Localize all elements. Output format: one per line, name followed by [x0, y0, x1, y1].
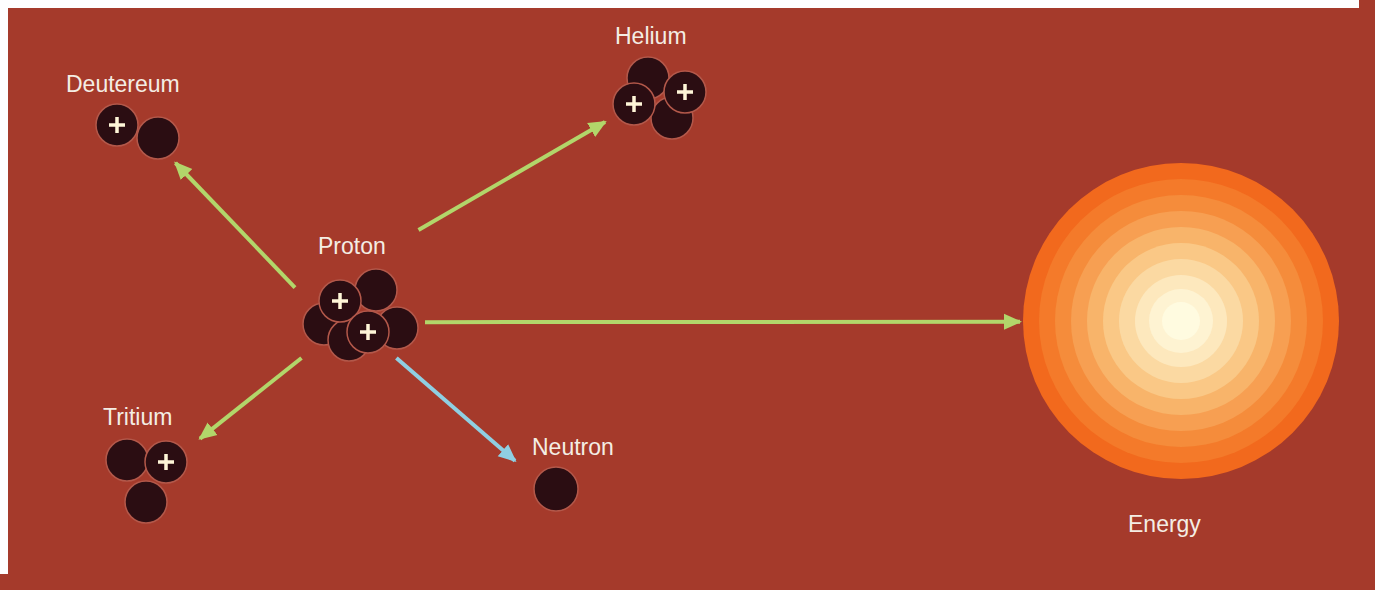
particle-node: Helium: [605, 20, 715, 140]
node-label: Deutereum: [66, 70, 180, 98]
arrow-connector: [176, 163, 296, 288]
proton-particle: [96, 104, 138, 146]
sun-ring: [1103, 243, 1259, 399]
sun-ring: [1119, 259, 1243, 383]
node-label: Proton: [318, 232, 386, 260]
sun-ring: [1071, 211, 1291, 431]
neutron-particle: [125, 481, 167, 523]
particle-node: Neutron: [515, 432, 640, 514]
sun-ring: [1149, 289, 1213, 353]
proton-particle: [145, 441, 187, 483]
node-label: Energy: [1128, 510, 1201, 538]
energy-sun: [1023, 163, 1339, 479]
sun-ring: [1135, 275, 1227, 367]
proton-particle: [347, 311, 389, 353]
sun-ring: [1162, 302, 1200, 340]
particle-clusters: [96, 57, 706, 523]
particle-node: Tritium: [95, 402, 200, 524]
neutron-particle: [534, 467, 578, 511]
arrow-connector: [396, 358, 515, 461]
arrow-connector: [425, 320, 1020, 324]
background-panel: [8, 8, 1367, 582]
sun-ring: [1087, 227, 1275, 415]
energy-node: Energy: [1020, 160, 1340, 545]
node-label: Neutron: [532, 433, 614, 461]
proton-particle: [664, 71, 706, 113]
sun-ring: [1039, 179, 1323, 463]
node-label: Tritium: [103, 403, 172, 431]
particle-node: Proton: [295, 230, 425, 358]
node-label: Helium: [615, 22, 687, 50]
arrow-connector: [419, 122, 606, 230]
neutron-particle: [137, 117, 179, 159]
sun-ring: [1055, 195, 1307, 447]
sun-ring: [1023, 163, 1339, 479]
neutron-particle: [106, 439, 148, 481]
particle-node: Deutereum: [60, 68, 210, 163]
arrow-connector: [200, 358, 302, 439]
proton-particle: [613, 83, 655, 125]
